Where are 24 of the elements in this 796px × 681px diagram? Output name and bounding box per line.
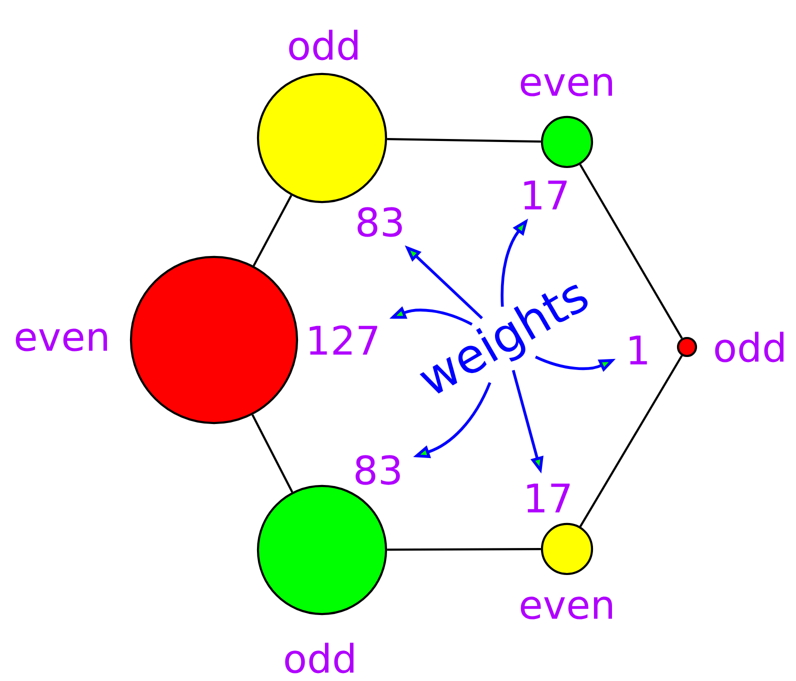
weight-number: 83 (356, 455, 400, 485)
parity-label: even (520, 74, 612, 96)
parity-label: odd (715, 332, 784, 362)
vertex-circle (256, 72, 388, 204)
weight-number: 17 (527, 484, 570, 512)
vertex-circle (130, 256, 298, 424)
vertex-circle (676, 336, 698, 358)
graph-edge (579, 164, 683, 339)
graph-edge (387, 138, 541, 143)
vertex-circle (256, 484, 388, 616)
graph-edge (579, 355, 683, 528)
graph-edge (252, 194, 292, 266)
vertex-circle (540, 522, 594, 576)
vertex-circle (540, 116, 594, 168)
weight-number: 83 (358, 207, 402, 237)
weight-number: 17 (524, 180, 567, 210)
weight-number: 1 (630, 336, 647, 364)
parity-label: even (520, 596, 612, 620)
parity-label: even (16, 328, 107, 352)
graph-edge (252, 414, 294, 493)
parity-label: odd (285, 642, 354, 674)
graph-edge (387, 548, 541, 551)
weight-number: 127 (310, 325, 378, 355)
parity-label: odd (289, 30, 358, 60)
